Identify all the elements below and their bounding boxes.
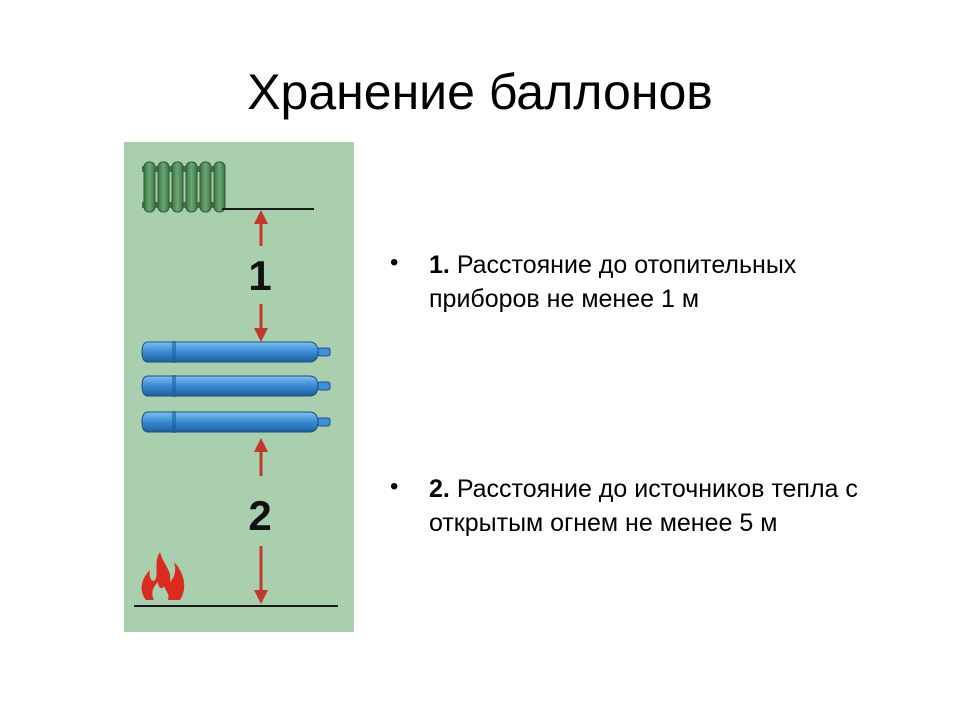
gas-cylinder-icon [141, 375, 331, 397]
arrow-up-icon [254, 210, 268, 246]
slide-title: Хранение баллонов [247, 64, 713, 120]
bullet-text: 2. Расстояние до источников тепла с откр… [429, 472, 869, 540]
illustration-canvas: 1 2 [124, 142, 354, 632]
radiator-icon [142, 161, 226, 213]
bullet-text: 1. Расстояние до отопительных приборов н… [429, 248, 869, 316]
bullet-marker: • [390, 249, 399, 276]
distance-label-2: 2 [248, 492, 271, 539]
gas-cylinder-icon [141, 341, 331, 363]
bullet-content: Расстояние до источников тепла с открыты… [429, 475, 858, 537]
bullet-content: Расстояние до отопительных приборов не м… [429, 251, 797, 313]
gas-cylinder-icon [141, 411, 331, 433]
cylinder-storage-illustration: 1 2 [124, 142, 354, 632]
bullet-marker: • [390, 473, 399, 500]
bullet-number: 2. [429, 475, 450, 503]
arrow-down-icon [254, 546, 268, 604]
flame-icon [141, 552, 185, 600]
arrow-down-icon [254, 304, 268, 342]
bullet-number: 1. [429, 251, 450, 279]
arrow-up-icon [254, 438, 268, 476]
distance-label-1: 1 [248, 252, 271, 299]
